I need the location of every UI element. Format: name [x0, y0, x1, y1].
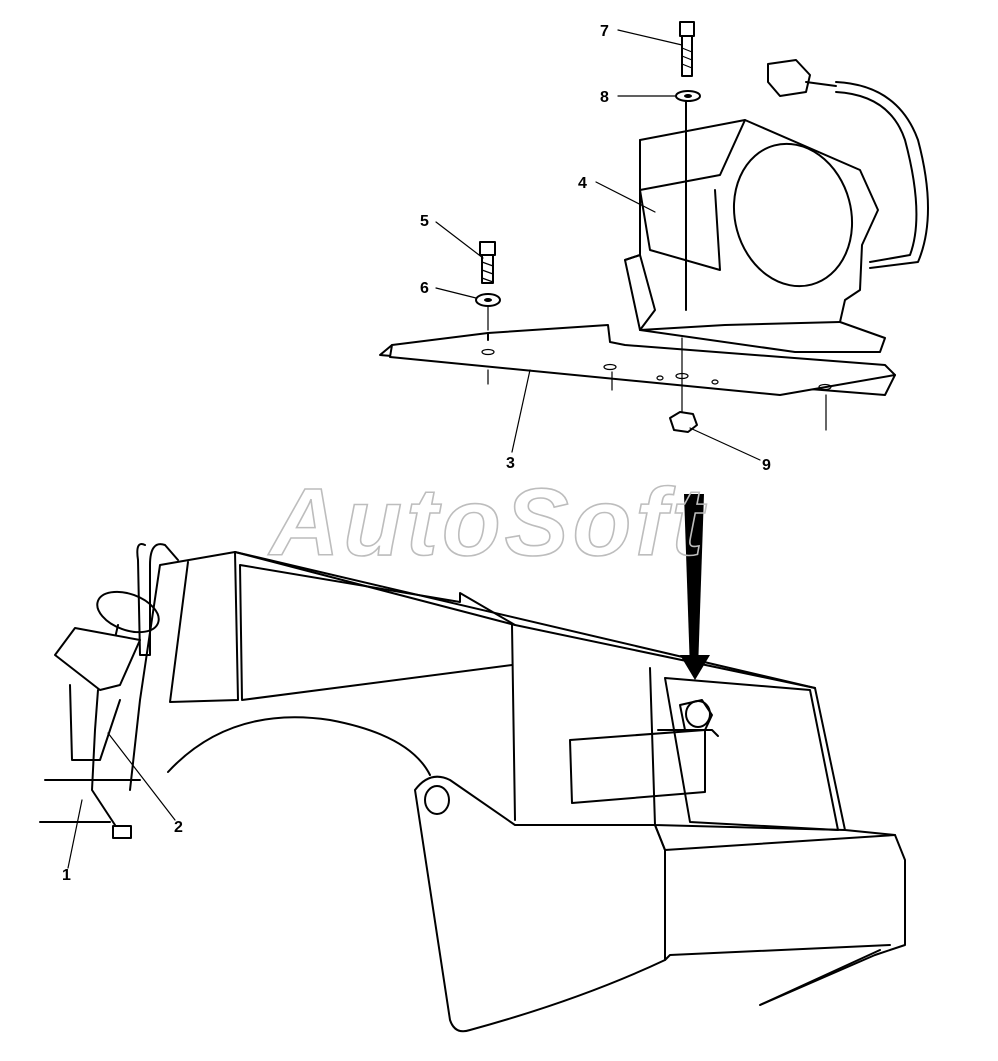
connector-icon [112, 825, 132, 839]
horn-installed [657, 494, 719, 737]
tow-eye-icon [424, 785, 450, 815]
vehicle-body [129, 551, 906, 1033]
callout-6: 6 [420, 280, 429, 297]
callout-4: 4 [578, 175, 587, 192]
bracket-plate [379, 324, 896, 431]
backup-horn [624, 59, 929, 353]
callout-8: 8 [600, 89, 609, 106]
callout-9: 9 [762, 457, 771, 474]
callout-2: 2 [174, 819, 183, 836]
fasteners [475, 21, 701, 433]
callout-3: 3 [506, 455, 515, 472]
operator-station [39, 543, 179, 839]
callout-7: 7 [600, 23, 609, 40]
location-arrow-icon [684, 494, 704, 670]
horn-connector-icon [767, 59, 811, 97]
callout-1: 1 [62, 867, 71, 884]
callouts: 7 8 4 5 6 3 9 2 1 [62, 23, 771, 884]
watermark: AutoSoft [268, 469, 707, 576]
steering-wheel-icon [96, 590, 160, 634]
callout-5: 5 [420, 213, 429, 230]
